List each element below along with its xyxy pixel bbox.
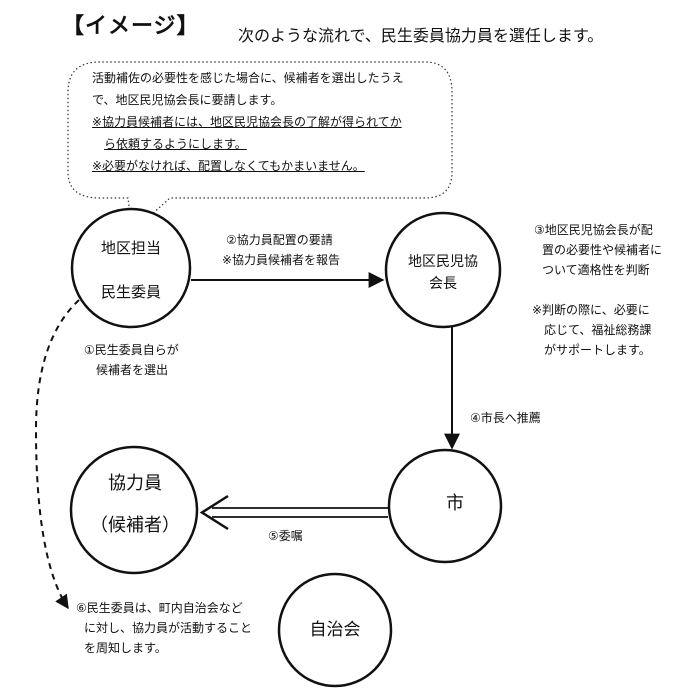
city-label: 市 [446, 493, 464, 514]
step2-line-1: ②協力員配置の要請 [226, 233, 333, 247]
district-member-node [70, 207, 192, 329]
step1-line-1: ①民生委員自らが [84, 343, 179, 357]
district-member-label-2: 民生委員 [100, 283, 161, 301]
district-member-label-1: 地区担当 [100, 239, 161, 257]
chair-label-1: 地区民児協 [408, 254, 478, 270]
bubble-line-4: ら依頼するようにします。 [104, 137, 247, 151]
step3-line-2: 置の必要性や候補者に [542, 243, 663, 257]
step5-label: ⑤委嘱 [268, 529, 303, 543]
council-label: 自治会 [309, 620, 361, 640]
helper-label-2: （候補者） [90, 515, 180, 536]
chair-label-2: 会長 [429, 276, 457, 292]
helper-node [69, 445, 199, 575]
chair-node [384, 211, 502, 329]
step1-line-2: 候補者を選出 [96, 363, 169, 377]
bubble-line-1: 活動補佐の必要性を感じた場合に、候補者を選出したうえ [92, 71, 404, 85]
notify-dashed-arrow [34, 299, 80, 610]
intro-text: 次のような流れで、民生委員協力員を選任します。 [238, 26, 604, 45]
bubble-line-5: ※必要がなければ、配置しなくてもかまいません。 [92, 159, 365, 173]
step6-line-3: を周知します。 [84, 641, 167, 655]
city-node [387, 448, 503, 564]
commission-arrowhead [199, 494, 229, 531]
bubble-line-3: ※協力員候補者には、地区民児協会長の了解が得られてか [92, 115, 402, 129]
step3-note-line-3: がサポートします。 [544, 343, 651, 357]
step3-line-3: ついて適格性を判断 [542, 263, 650, 277]
bubble-line-2: で、地区民児協会長に要請します。 [92, 93, 283, 107]
step3-note-line-1: ※判断の際に、必要に [532, 303, 650, 317]
step2-line-2: ※協力員候補者を報告 [222, 253, 341, 267]
page-heading: 【イメージ】 [62, 14, 200, 39]
step6-line-1: ⑥民生委員は、町内自治会など [76, 601, 243, 615]
helper-label-1: 協力員 [108, 473, 162, 494]
step4-label: ④市長へ推薦 [470, 411, 541, 425]
step3-note-line-2: 応じて、福祉総務課 [544, 323, 652, 337]
step3-line-1: ③地区民児協会長が配 [534, 223, 653, 237]
step6-line-2: に対し、協力員が活動すること [84, 621, 253, 635]
council-node [277, 572, 393, 688]
